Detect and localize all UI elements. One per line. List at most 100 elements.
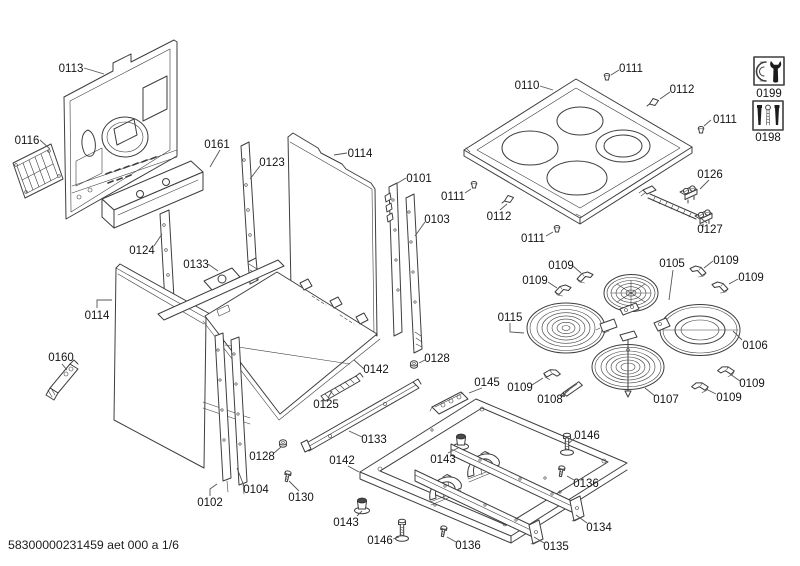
radiant-element-0107-drawing bbox=[591, 330, 665, 398]
part-callout-0109: 0109 bbox=[729, 373, 765, 390]
part-callout-0105: 0105 bbox=[659, 258, 685, 301]
cooktop-clip bbox=[697, 126, 705, 134]
svg-text:0126: 0126 bbox=[697, 169, 723, 181]
cooktop-bracket-clip bbox=[646, 98, 659, 107]
svg-text:0123: 0123 bbox=[259, 157, 285, 169]
part-callout-0142: 0142 bbox=[353, 359, 389, 376]
svg-text:0128: 0128 bbox=[424, 353, 450, 365]
part-callout-0134: 0134 bbox=[575, 514, 612, 534]
legend: 0199 0198 bbox=[752, 56, 785, 144]
svg-text:0111: 0111 bbox=[521, 233, 545, 245]
part-callout-0109: 0109 bbox=[507, 377, 544, 394]
svg-text:0115: 0115 bbox=[498, 312, 523, 324]
part-callout-0111: 0111 bbox=[521, 231, 554, 245]
part-callout-0136: 0136 bbox=[566, 475, 599, 490]
svg-text:0134: 0134 bbox=[586, 522, 612, 534]
part-callout-0109: 0109 bbox=[705, 388, 742, 404]
svg-text:0161: 0161 bbox=[204, 139, 230, 151]
tools-legend-box bbox=[753, 56, 785, 86]
svg-text:0160: 0160 bbox=[48, 352, 74, 364]
cooktop-clip bbox=[470, 181, 478, 189]
control-housing-drawing bbox=[101, 160, 204, 229]
radiant-element-0115-drawing bbox=[526, 302, 618, 354]
part-callout-0124: 0124 bbox=[129, 233, 163, 257]
part-callout-0114: 0114 bbox=[333, 148, 373, 160]
rear-panel-drawing bbox=[63, 39, 178, 220]
svg-text:0110: 0110 bbox=[515, 80, 540, 92]
svg-text:0107: 0107 bbox=[653, 394, 679, 406]
vent-grille-drawing bbox=[12, 143, 64, 199]
cooktop-bracket-clip bbox=[501, 195, 514, 204]
svg-text:0112: 0112 bbox=[670, 84, 695, 96]
svg-text:0109: 0109 bbox=[738, 272, 764, 284]
part-callout-0145: 0145 bbox=[468, 377, 500, 394]
screws-icon bbox=[757, 104, 780, 126]
svg-text:0111: 0111 bbox=[713, 114, 737, 126]
bottom-rails-drawing bbox=[300, 372, 422, 453]
svg-text:0142: 0142 bbox=[329, 455, 355, 467]
callout-layer: 0113 0116 0161 0124 0123 0114 0101 0103 0110 0111… bbox=[15, 63, 768, 553]
part-callout-0136: 0136 bbox=[446, 536, 481, 552]
radiant-element-0105-drawing bbox=[603, 274, 659, 316]
fixing-nut bbox=[409, 360, 419, 369]
svg-text:0124: 0124 bbox=[129, 245, 155, 257]
svg-text:0142: 0142 bbox=[363, 364, 389, 376]
svg-text:0105: 0105 bbox=[659, 258, 685, 270]
part-callout-0143: 0143 bbox=[430, 447, 459, 466]
part-callout-0130: 0130 bbox=[288, 480, 314, 504]
part-callout-0160: 0160 bbox=[48, 352, 74, 371]
svg-text:0116: 0116 bbox=[15, 135, 40, 147]
part-callout-0142: 0142 bbox=[329, 455, 360, 473]
part-callout-0109: 0109 bbox=[522, 275, 558, 289]
svg-text:0111: 0111 bbox=[441, 191, 465, 203]
part-callout-0133: 0133 bbox=[348, 430, 387, 446]
svg-text:0136: 0136 bbox=[455, 540, 481, 552]
part-callout-0123: 0123 bbox=[249, 157, 285, 180]
part-callout-0128: 0128 bbox=[418, 353, 450, 365]
part-callout-0108: 0108 bbox=[537, 389, 570, 406]
part-callout-0101: 0101 bbox=[395, 173, 432, 185]
terminal-block-0126 bbox=[679, 185, 698, 204]
cooktop-clip bbox=[603, 73, 611, 81]
svg-text:0136: 0136 bbox=[573, 478, 599, 490]
part-callout-0104: 0104 bbox=[236, 467, 269, 496]
part-callout-0102: 0102 bbox=[197, 483, 223, 509]
legend-id-0199: 0199 bbox=[756, 88, 782, 100]
svg-text:0112: 0112 bbox=[487, 211, 512, 223]
svg-text:0146: 0146 bbox=[367, 535, 393, 547]
chassis-deck-drawing bbox=[157, 259, 381, 425]
part-callout-0111: 0111 bbox=[441, 188, 472, 203]
svg-text:0103: 0103 bbox=[424, 214, 450, 226]
cooktop-drawing bbox=[463, 78, 693, 225]
part-callout-0128: 0128 bbox=[249, 446, 282, 463]
svg-text:0113: 0113 bbox=[59, 63, 84, 75]
svg-text:0109: 0109 bbox=[716, 392, 742, 404]
part-callout-0114: 0114 bbox=[85, 299, 112, 322]
part-callout-0112: 0112 bbox=[659, 84, 695, 100]
svg-text:0114: 0114 bbox=[348, 148, 373, 160]
part-callout-0125: 0125 bbox=[313, 390, 339, 411]
svg-text:0109: 0109 bbox=[739, 378, 765, 390]
document-number: 58300000231459 aet 000 a 1/6 bbox=[8, 538, 179, 552]
bracket-0145-drawing bbox=[429, 391, 469, 415]
svg-text:0135: 0135 bbox=[543, 541, 569, 553]
part-callout-0109: 0109 bbox=[703, 255, 739, 269]
element-clip bbox=[716, 363, 736, 380]
svg-text:0133: 0133 bbox=[361, 434, 387, 446]
svg-text:0109: 0109 bbox=[522, 275, 548, 287]
screws-legend-box bbox=[752, 100, 784, 131]
part-callout-0127: 0127 bbox=[697, 215, 723, 236]
element-clip bbox=[554, 284, 572, 297]
svg-text:0145: 0145 bbox=[474, 377, 500, 389]
radiant-element-0106-drawing bbox=[653, 304, 741, 356]
element-clip-0108 bbox=[559, 378, 584, 400]
element-clip bbox=[576, 271, 594, 284]
svg-text:0106: 0106 bbox=[742, 340, 768, 352]
element-clip bbox=[690, 379, 710, 396]
svg-text:0104: 0104 bbox=[243, 484, 269, 496]
svg-text:0108: 0108 bbox=[537, 394, 563, 406]
svg-text:0128: 0128 bbox=[249, 451, 275, 463]
svg-text:0114: 0114 bbox=[85, 310, 110, 322]
part-callout-0113: 0113 bbox=[59, 63, 105, 75]
